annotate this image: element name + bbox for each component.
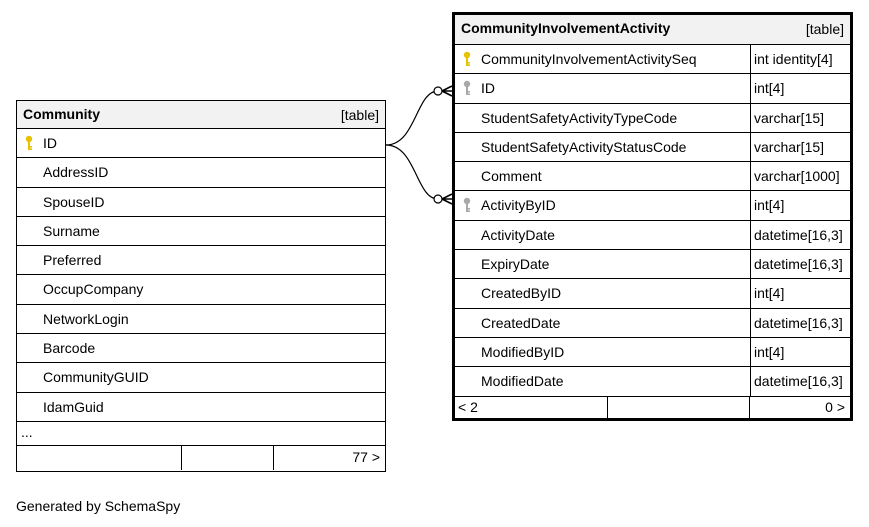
column-name: Surname <box>43 222 100 239</box>
children-cell: 0 > <box>750 397 850 420</box>
table-footer: < 2 0 > <box>455 396 850 420</box>
parents-cell <box>17 445 182 470</box>
column-list: CommunityInvolvementActivitySeq int ident… <box>455 45 850 397</box>
row-count: 77 > <box>352 448 380 465</box>
column-name: OccupCompany <box>43 281 144 298</box>
column-type: int[4] <box>750 337 784 367</box>
column-row[interactable]: ModifiedByID int[4] <box>455 337 850 368</box>
table-header: Community [table] <box>17 101 385 129</box>
column-name: ExpiryDate <box>481 256 550 273</box>
column-row[interactable]: Preferred <box>17 246 385 276</box>
more-columns: ... <box>21 423 33 440</box>
column-name: CommunityGUID <box>43 369 149 386</box>
column-name: Preferred <box>43 252 102 269</box>
column-row[interactable]: CommunityInvolvementActivitySeq int ident… <box>455 45 850 75</box>
column-name: CommunityInvolvementActivitySeq <box>481 51 697 67</box>
column-type: int[4] <box>750 74 784 103</box>
column-name: ActivityByID <box>481 197 556 214</box>
column-name: StudentSafetyActivityStatusCode <box>481 138 687 155</box>
relationship-line-id <box>385 90 439 146</box>
column-row[interactable]: SpouseID <box>17 188 385 217</box>
crowsfoot-marker <box>441 193 453 205</box>
column-row[interactable]: StudentSafetyActivityTypeCode varchar[15] <box>455 103 850 133</box>
column-row[interactable]: ID <box>17 129 385 159</box>
column-name: Comment <box>481 168 542 185</box>
generated-by-footer: Generated by SchemaSpy <box>16 498 181 514</box>
column-name: ActivityDate <box>481 226 555 243</box>
column-type: datetime[16,3] <box>750 367 843 396</box>
optional-marker <box>433 194 443 204</box>
column-name: StudentSafetyActivityTypeCode <box>481 109 678 126</box>
crowsfoot-marker <box>441 85 453 97</box>
optional-marker <box>433 86 443 96</box>
column-type: datetime[16,3] <box>750 220 843 250</box>
column-row[interactable]: ActivityByID int[4] <box>455 191 850 221</box>
table-name[interactable]: CommunityInvolvementActivity <box>461 20 671 36</box>
parents-cell: < 2 <box>455 396 608 420</box>
column-name: NetworkLogin <box>43 310 129 327</box>
column-name: ModifiedByID <box>481 343 565 360</box>
column-row[interactable]: IdamGuid <box>17 393 385 422</box>
column-row[interactable]: ModifiedDate datetime[16,3] <box>455 367 850 397</box>
column-row[interactable]: CreatedDate datetime[16,3] <box>455 308 850 338</box>
more-row: ... <box>17 422 385 446</box>
primary-key-icon <box>25 135 33 150</box>
column-row[interactable]: OccupCompany <box>17 275 385 305</box>
table-kind: [table] <box>340 107 379 123</box>
row-count-cell: 77 > <box>274 446 385 470</box>
foreign-key-icon <box>463 81 471 96</box>
parents-count: < 2 <box>458 398 478 415</box>
column-type: int[4] <box>750 191 784 220</box>
column-row[interactable]: CreatedByID int[4] <box>455 279 850 309</box>
column-type: varchar[15] <box>750 132 824 162</box>
column-name: SpouseID <box>43 193 105 210</box>
column-name: AddressID <box>43 164 109 181</box>
column-name: IdamGuid <box>43 398 104 415</box>
column-row[interactable]: ActivityDate datetime[16,3] <box>455 220 850 251</box>
column-name: CreatedByID <box>481 285 562 302</box>
column-row[interactable]: NetworkLogin <box>17 305 385 335</box>
table-kind: [table] <box>805 21 844 37</box>
spacer-cell <box>608 396 750 420</box>
column-type: datetime[16,3] <box>750 250 843 279</box>
column-row[interactable]: CommunityGUID <box>17 363 385 393</box>
children-cell <box>182 445 274 470</box>
relationship-line-activitybyid <box>385 144 439 200</box>
column-type: varchar[1000] <box>750 162 840 191</box>
column-row[interactable]: Surname <box>17 217 385 247</box>
community-table[interactable]: Community [table] ID AddressID SpouseID Sur… <box>16 100 386 472</box>
column-name: CreatedDate <box>481 314 561 331</box>
column-type: datetime[16,3] <box>750 308 843 337</box>
column-type: varchar[15] <box>750 103 824 132</box>
column-row[interactable]: Barcode <box>17 334 385 364</box>
column-type: int identity[4] <box>750 45 833 74</box>
column-name: Barcode <box>43 340 96 357</box>
column-row[interactable]: Comment varchar[1000] <box>455 162 850 192</box>
children-count: 0 > <box>825 398 845 415</box>
column-name: ID <box>43 135 57 151</box>
column-row[interactable]: ExpiryDate datetime[16,3] <box>455 250 850 280</box>
community-involvement-activity-table[interactable]: CommunityInvolvementActivity [table] Com… <box>452 12 853 421</box>
table-footer: 77 > <box>17 445 385 470</box>
table-header: CommunityInvolvementActivity [table] <box>455 15 850 45</box>
column-type: int[4] <box>750 279 784 308</box>
column-row[interactable]: ID int[4] <box>455 74 850 104</box>
column-name: ModifiedDate <box>481 373 564 390</box>
table-name[interactable]: Community <box>23 106 100 122</box>
foreign-key-icon <box>463 198 471 213</box>
column-name: ID <box>481 80 495 97</box>
column-row[interactable]: StudentSafetyActivityStatusCode varchar[1… <box>455 132 850 163</box>
column-row[interactable]: AddressID <box>17 158 385 188</box>
primary-key-icon <box>463 51 471 66</box>
